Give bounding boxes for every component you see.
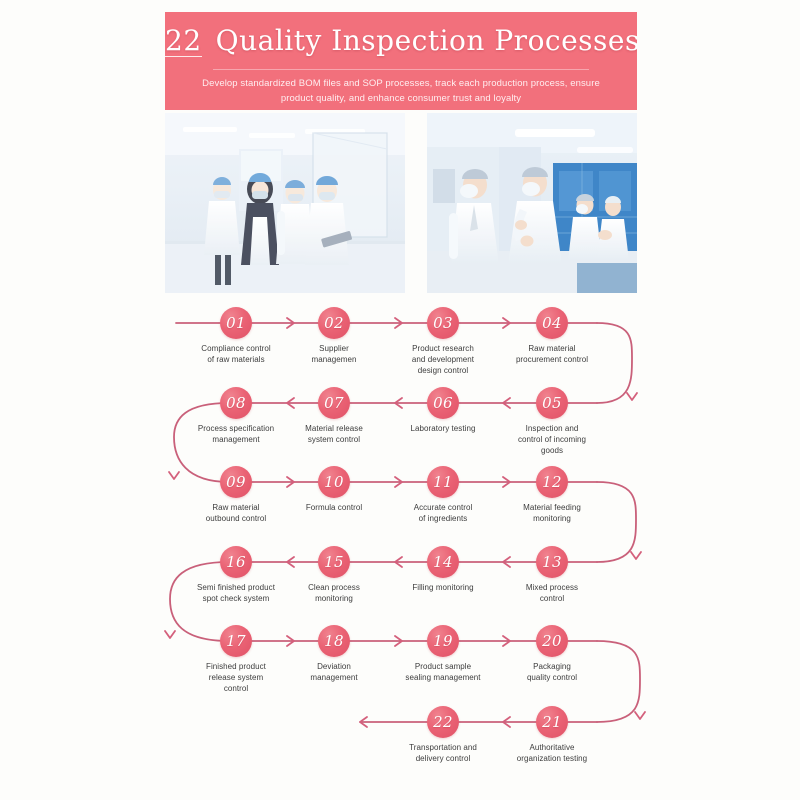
step-number-badge: 09 (220, 466, 252, 498)
step-number-badge: 10 (318, 466, 350, 498)
step-number-badge: 07 (318, 387, 350, 419)
page-subtitle: Develop standardized BOM files and SOP p… (202, 78, 600, 104)
step-number-badge: 19 (427, 625, 459, 657)
inspection-team-illustration (427, 113, 637, 293)
step-number-badge: 17 (220, 625, 252, 657)
process-step-14[interactable]: 14 Filling monitoring (377, 546, 509, 593)
step-number-badge: 16 (220, 546, 252, 578)
page-title: 22 Quality Inspection Processes (165, 24, 637, 57)
step-number-badge: 03 (427, 307, 459, 339)
step-number-badge: 08 (220, 387, 252, 419)
header-banner: 22 Quality Inspection Processes Develop s… (165, 12, 637, 110)
step-number-badge: 06 (427, 387, 459, 419)
photo-row (165, 113, 637, 293)
step-number-badge: 20 (536, 625, 568, 657)
step-number-badge: 21 (536, 706, 568, 738)
step-number-badge: 18 (318, 625, 350, 657)
step-label: Formula control (305, 503, 363, 512)
process-step-06[interactable]: 06 Laboratory testing (377, 387, 509, 434)
step-number-badge: 14 (427, 546, 459, 578)
page-title-text: Quality Inspection Processes (215, 24, 637, 57)
step-number-badge: 12 (536, 466, 568, 498)
photo-cleanroom-corridor (165, 113, 405, 293)
step-number-badge: 05 (536, 387, 568, 419)
step-number-badge: 11 (427, 466, 459, 498)
step-number-badge: 22 (427, 706, 459, 738)
step-number-badge: 01 (220, 307, 252, 339)
photo-inspection-team (427, 113, 637, 293)
step-label: Filling monitoring (412, 583, 474, 592)
step-number-badge: 13 (536, 546, 568, 578)
step-number-badge: 04 (536, 307, 568, 339)
step-number-badge: 02 (318, 307, 350, 339)
title-divider (213, 69, 589, 70)
step-label: Laboratory testing (410, 424, 476, 433)
process-count: 22 (165, 24, 202, 57)
cleanroom-corridor-illustration (165, 113, 405, 293)
process-step-10[interactable]: 10 Formula control (268, 466, 400, 513)
step-number-badge: 15 (318, 546, 350, 578)
